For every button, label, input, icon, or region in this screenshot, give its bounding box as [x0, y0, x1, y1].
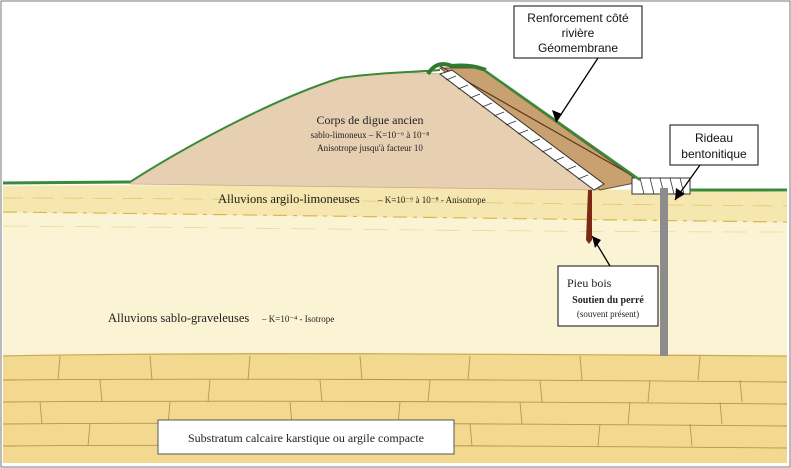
gravel-alluvium-props: – K=10⁻⁴ - Isotrope [261, 314, 334, 324]
grass-landside [3, 182, 130, 183]
bentonite-label-line-2: bentonitique [681, 147, 747, 161]
wood-pile-role: Soutien du perré [572, 295, 644, 306]
wood-pile-note: (souvent présent) [577, 309, 639, 319]
substratum-label: Substratum calcaire karstique ou argile … [188, 431, 424, 445]
silty-alluvium-name: Alluvions argilo-limoneuses [218, 192, 360, 206]
gravel-alluvium-name: Alluvions sablo-graveleuses [108, 311, 249, 325]
reinforcement-label-line-3: Géomembrane [538, 41, 618, 55]
gravel-alluvium-layer [3, 200, 787, 360]
dike-body-permeability: sablo-limoneux – K=10⁻⁶ à 10⁻⁸ [311, 130, 430, 140]
wood-pile-title: Pieu bois [567, 276, 612, 290]
reinforcement-label-line-2: rivière [562, 26, 595, 40]
bentonite-label-line-1: Rideau [695, 131, 733, 145]
reinforcement-label-line-1: Renforcement côté [527, 11, 629, 25]
dike-body-title: Corps de digue ancien [317, 113, 424, 127]
bentonite-wall [660, 188, 668, 356]
dike-body-anisotropy: Anisotrope jusqu'à facteur 10 [317, 143, 423, 153]
silty-alluvium-props: – K=10⁻⁶ à 10⁻⁸ - Anisotrope [377, 195, 486, 205]
